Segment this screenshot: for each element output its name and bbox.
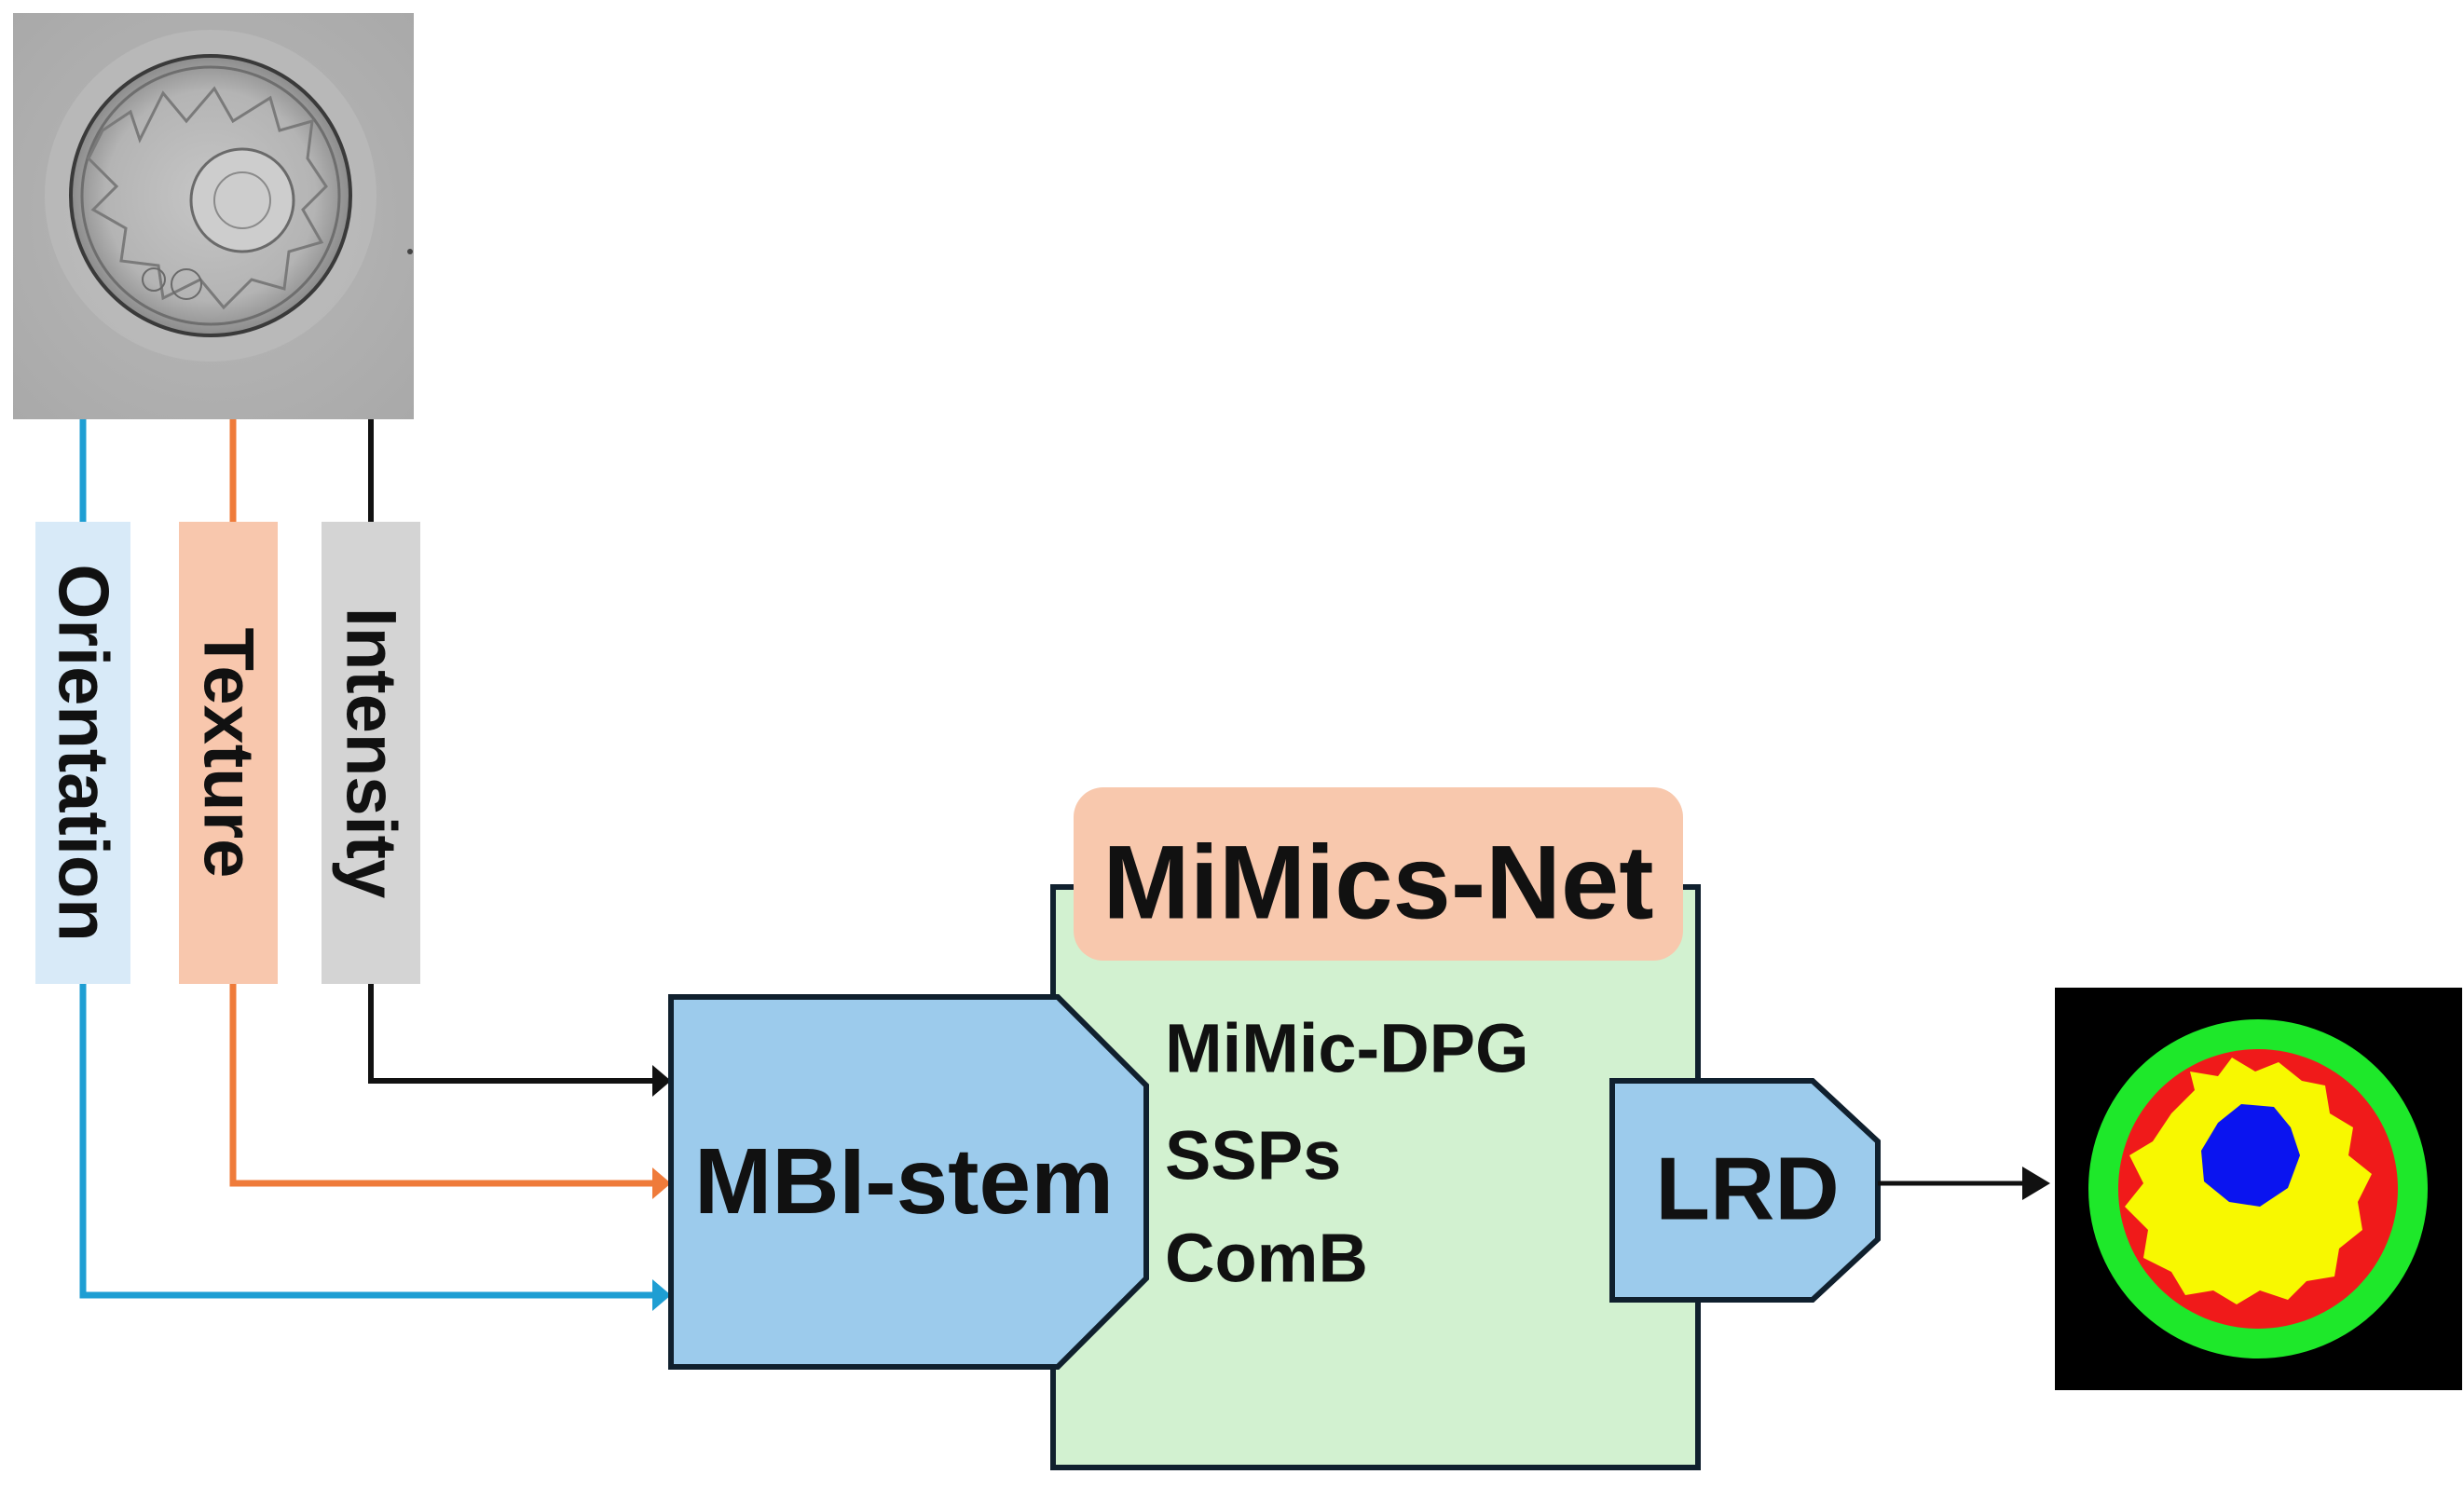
orientation-feature: Orientation	[35, 522, 130, 984]
lrd-label: LRD	[1655, 1140, 1839, 1239]
texture-connector	[229, 419, 671, 1199]
intensity-label: Intensity	[332, 607, 411, 899]
lrd-block: LRD	[1609, 1078, 1881, 1303]
output-arrow	[1878, 1167, 2050, 1200]
orientation-connector	[79, 419, 671, 1311]
intensity-connector	[368, 419, 671, 1097]
mimics-net-block: MiMics-Net MiMic-DPG SSPs ComB	[1050, 787, 1701, 1470]
mbi-stem-label: MBI-stem	[694, 1129, 1114, 1234]
texture-label: Texture	[189, 628, 268, 879]
module-mimic-dpg: MiMic-DPG	[1165, 1010, 1529, 1087]
intensity-feature: Intensity	[322, 522, 420, 984]
texture-feature: Texture	[179, 522, 278, 984]
input-embryo-image	[13, 13, 414, 419]
mbi-stem-block: MBI-stem	[668, 994, 1149, 1370]
orientation-label: Orientation	[44, 564, 123, 941]
output-segmentation-mask	[2055, 988, 2462, 1390]
module-ssps: SSPs	[1165, 1117, 1341, 1194]
mimics-net-title: MiMics-Net	[1102, 825, 1653, 941]
module-comb: ComB	[1165, 1220, 1368, 1297]
